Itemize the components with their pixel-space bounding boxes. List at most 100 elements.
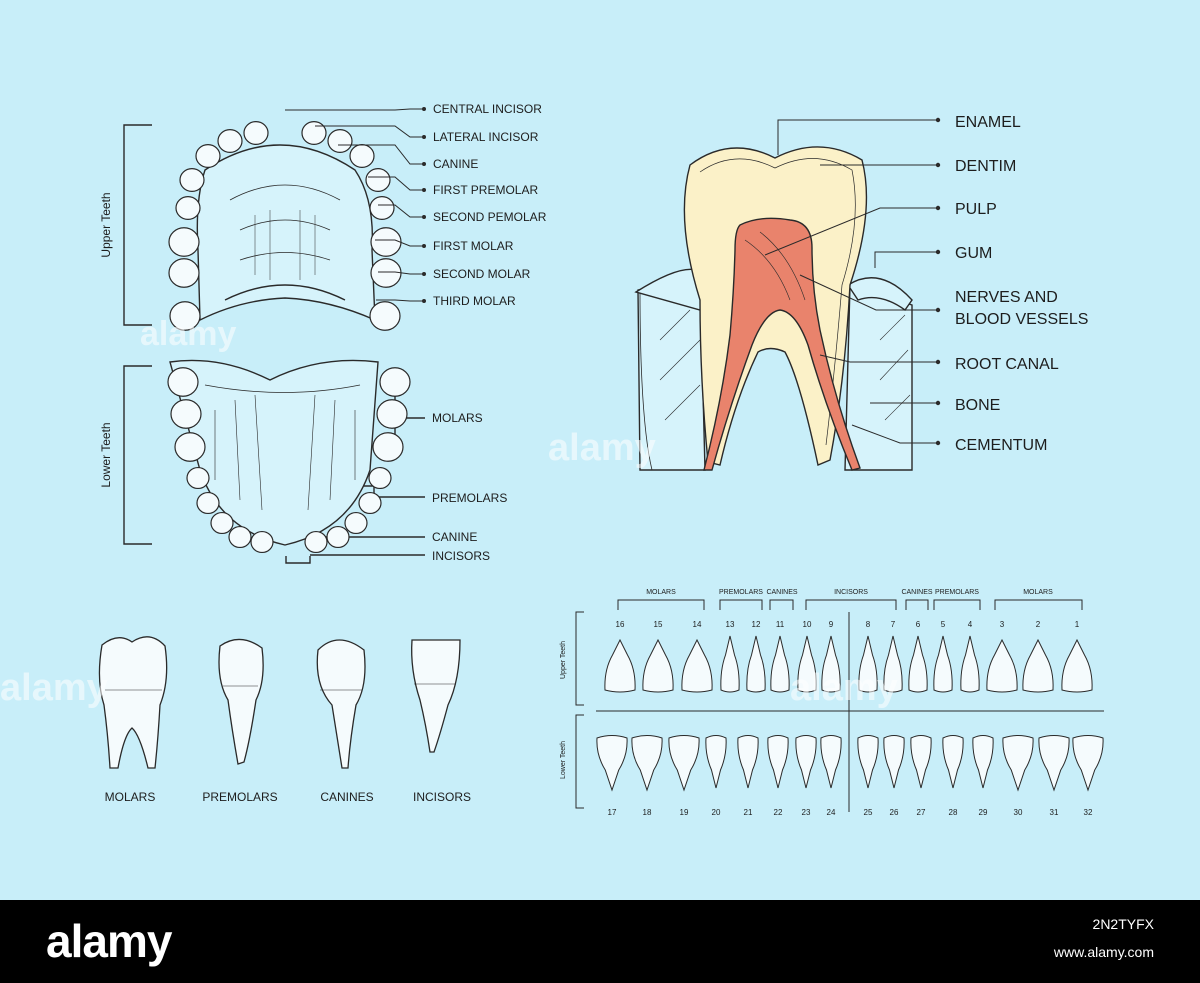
upper-arch-tooth xyxy=(169,301,201,331)
watermark-logo: alamy xyxy=(790,667,898,709)
chart-lower-tooth xyxy=(1072,735,1104,792)
upper-label: SECOND MOLAR xyxy=(433,267,531,281)
label-dentim: DENTIM xyxy=(955,158,1016,175)
chart-group-premolars-left: PREMOLARS xyxy=(719,589,763,596)
upper-leader-dot xyxy=(422,135,426,139)
upper-label: CANINE xyxy=(433,157,478,171)
chart-lower-tooth xyxy=(820,735,842,789)
chart-lower-tooth xyxy=(1002,735,1034,792)
chart-upper-tooth xyxy=(720,635,740,693)
chart-upper-number: 10 xyxy=(803,620,812,629)
upper-leader-line xyxy=(378,271,422,275)
chart-lower-side: Lower Teeth xyxy=(560,741,567,779)
chart-upper-side: Upper Teeth xyxy=(560,641,567,679)
chart-lower-number: 29 xyxy=(979,808,988,817)
lower-arch-tooth xyxy=(379,367,411,397)
upper-leader-line xyxy=(368,176,422,191)
chart-lower-tooth xyxy=(668,735,700,792)
chart-upper-number: 15 xyxy=(654,620,663,629)
lower-arch-tooth xyxy=(167,367,199,397)
upper-arch xyxy=(123,124,376,326)
chart-upper-number: 7 xyxy=(891,620,896,629)
upper-leader-line xyxy=(376,299,422,302)
lower-arch-tooth xyxy=(358,491,382,515)
chart-upper-number: 4 xyxy=(968,620,973,629)
chart-lower-number: 19 xyxy=(680,808,689,817)
chart-upper-tooth xyxy=(604,638,636,693)
upper-label: FIRST MOLAR xyxy=(433,239,514,253)
pulp xyxy=(703,217,861,471)
lower-arch-tooth xyxy=(196,491,220,515)
lower-label-molars: MOLARS xyxy=(432,411,483,425)
footer-bar: alamy 2N2TYFX www.alamy.com xyxy=(0,900,1200,983)
lower-teeth-title: Lower Teeth xyxy=(99,422,113,487)
chart-lower-teeth xyxy=(596,735,1104,792)
chart-upper-tooth xyxy=(770,635,790,693)
chart-group-molars-right: MOLARS xyxy=(1023,589,1053,596)
chart-lower-number: 32 xyxy=(1084,808,1093,817)
chart-lower-number: 22 xyxy=(774,808,783,817)
chart-lower-number: 30 xyxy=(1014,808,1023,817)
chart-lower-tooth xyxy=(737,735,759,789)
chart-group-premolars-right: PREMOLARS xyxy=(935,589,979,596)
alamy-logo: alamy xyxy=(46,915,172,967)
lower-labels: MOLARS PREMOLARS CANINE INCISORS xyxy=(432,411,507,563)
chart-lower-tooth xyxy=(596,735,628,792)
section-leaders xyxy=(764,119,936,444)
chart-upper-tooth xyxy=(746,635,766,693)
lower-arch-tooth xyxy=(186,466,210,490)
upper-leader-line xyxy=(338,144,422,165)
tooth-cross-section xyxy=(634,146,913,471)
upper-arch-tooth xyxy=(370,227,402,257)
upper-leader-line xyxy=(378,204,422,218)
chart-upper-teeth xyxy=(604,635,1093,693)
type-label-molars: MOLARS xyxy=(105,790,156,804)
tooth-types xyxy=(98,636,461,769)
chart-lower-number: 31 xyxy=(1050,808,1059,817)
tooth-numbering-chart xyxy=(575,611,1104,812)
chart-lower-tooth xyxy=(972,735,994,789)
chart-lower-number: 28 xyxy=(949,808,958,817)
chart-upper-tooth xyxy=(858,635,878,693)
upper-leader-dot xyxy=(422,107,426,111)
chart-lower-tooth xyxy=(942,735,964,789)
lower-arch-tooth xyxy=(344,511,368,535)
upper-teeth xyxy=(168,120,402,331)
chart-upper-number: 9 xyxy=(829,620,834,629)
chart-lower-number: 25 xyxy=(864,808,873,817)
upper-leaders xyxy=(285,107,426,303)
lower-label-canine: CANINE xyxy=(432,530,477,544)
chart-upper-tooth xyxy=(883,635,903,693)
chart-upper-tooth xyxy=(642,638,674,693)
upper-label: CENTRAL INCISOR xyxy=(433,102,542,116)
chart-upper-tooth xyxy=(1061,638,1093,693)
chart-upper-number: 14 xyxy=(693,620,702,629)
chart-lower-tooth xyxy=(795,735,817,789)
lower-arch xyxy=(123,359,425,564)
chart-upper-tooth xyxy=(1022,638,1054,693)
chart-lower-number: 21 xyxy=(744,808,753,817)
lower-label-premolars: PREMOLARS xyxy=(432,491,507,505)
label-nerves: NERVES AND xyxy=(955,289,1058,306)
chart-lower-number: 18 xyxy=(643,808,652,817)
upper-leader-dot xyxy=(422,299,426,303)
chart-lower-tooth xyxy=(910,735,932,789)
chart-group-incisors: INCISORS xyxy=(834,589,868,596)
upper-arch-tooth xyxy=(195,144,221,169)
chart-lower-number: 26 xyxy=(890,808,899,817)
chart-upper-number: 16 xyxy=(616,620,625,629)
upper-arch-tooth xyxy=(217,129,243,154)
type-label-incisors: INCISORS xyxy=(413,790,471,804)
section-leader-dots xyxy=(935,117,941,446)
lower-arch-tooth xyxy=(372,432,404,462)
chart-upper-number: 8 xyxy=(866,620,871,629)
tooth-type-labels: MOLARS PREMOLARS CANINES INCISORS xyxy=(105,790,471,804)
chart-lower-number: 23 xyxy=(802,808,811,817)
chart-upper-tooth xyxy=(933,635,953,693)
lower-arch-tooth xyxy=(250,530,274,554)
